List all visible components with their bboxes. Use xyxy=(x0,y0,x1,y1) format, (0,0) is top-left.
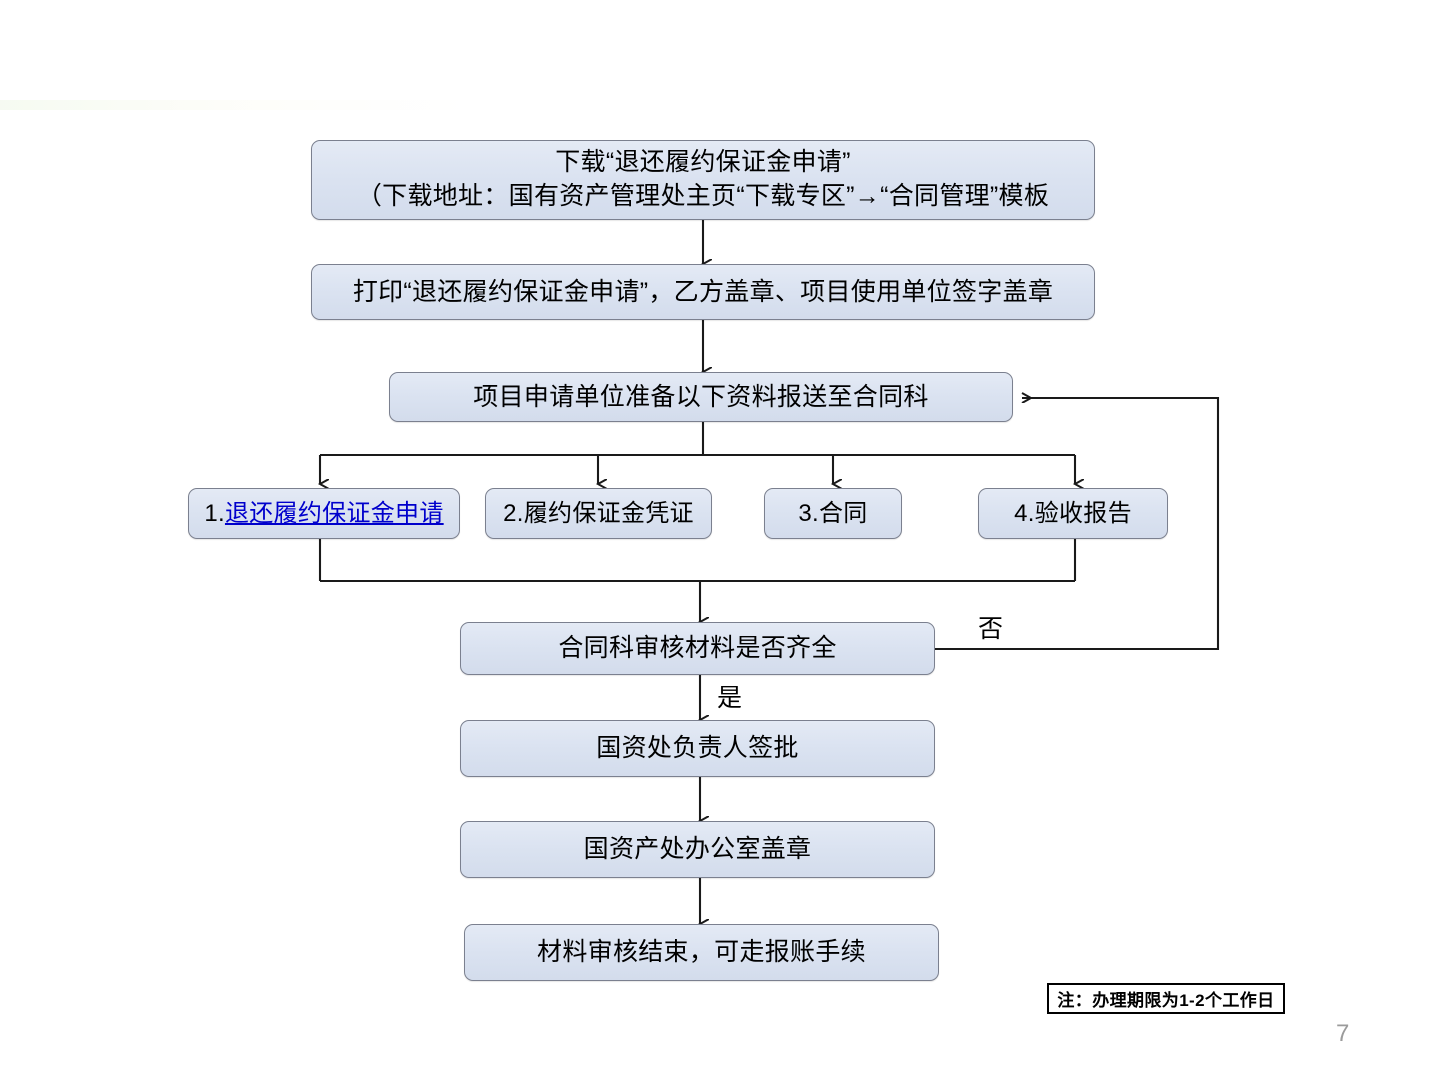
node-decision-review[interactable]: 合同科审核材料是否齐全 xyxy=(460,622,935,675)
edge-decision-no-feedback xyxy=(935,398,1220,651)
material-1-prefix: 1. xyxy=(204,499,225,527)
node-office-stamp[interactable]: 国资产处办公室盖章 xyxy=(460,821,935,878)
node-material-2[interactable]: 2.履约保证金凭证 xyxy=(485,488,712,539)
node-manager-approval[interactable]: 国资处负责人签批 xyxy=(460,720,935,777)
node-material-3[interactable]: 3.合同 xyxy=(764,488,902,539)
branch-label-yes: 是 xyxy=(717,684,743,712)
node-prepare-materials[interactable]: 项目申请单位准备以下资料报送至合同科 xyxy=(389,372,1013,422)
node-process-complete[interactable]: 材料审核结束，可走报账手续 xyxy=(464,924,939,981)
material-1-link[interactable]: 退还履约保证金申请 xyxy=(224,499,444,527)
note-box: 注：办理期限为1-2个工作日 xyxy=(1047,983,1285,1014)
node-material-4[interactable]: 4.验收报告 xyxy=(978,488,1168,539)
node-download-application[interactable]: 下载“退还履约保证金申请” （下载地址：国有资产管理处主页“下载专区”→“合同管… xyxy=(311,140,1095,220)
node-material-1[interactable]: 1.退还履约保证金申请 xyxy=(188,488,460,539)
branch-label-no: 否 xyxy=(978,615,1004,643)
page-number: 7 xyxy=(1336,1020,1350,1047)
node-print-application[interactable]: 打印“退还履约保证金申请”，乙方盖章、项目使用单位签字盖章 xyxy=(311,264,1095,320)
